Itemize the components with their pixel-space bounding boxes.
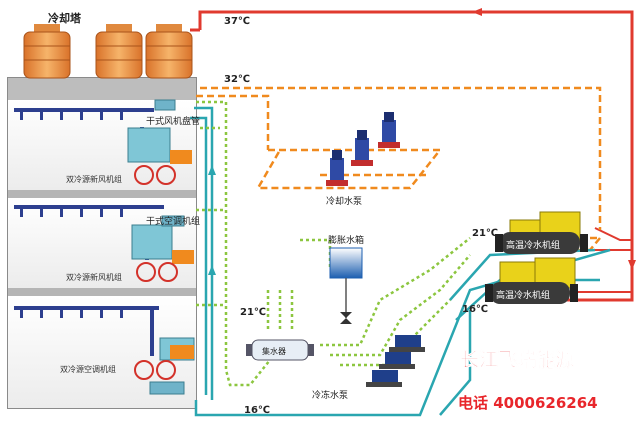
cooling-pumps [326,112,400,186]
hot-water-loop [190,8,636,302]
cooling-tower-label: 冷却塔 [48,11,82,25]
chilled-pump-3 [366,370,402,387]
fan-coil-label: 干式风机盘管 [146,115,200,127]
chiller-bottom-label: 高温冷水机组 [496,289,550,301]
chilled-pumps [366,335,425,387]
cooling-pump-2 [351,130,373,166]
temp-16-right-label: 16℃ [462,304,488,315]
labels: 冷却塔 37℃ 32℃ 干式风机盘管 双冷源新风机组 干式空调机组 双冷源新风机… [48,11,598,416]
ahu-fresh-2-label: 双冷源新风机组 [66,272,122,282]
cooling-pump-1 [326,150,348,186]
brand-label: 长江飞瑞能源 [460,348,574,371]
temp-37-label: 37℃ [224,16,250,27]
chilled-return-loop [196,100,471,387]
water-collector [246,339,314,361]
expansion-tank-label: 膨胀水箱 [328,234,364,246]
cooling-towers [23,24,193,79]
cooling-pump-3 [378,112,400,148]
cooling-pump-label: 冷却水泵 [326,195,362,207]
temp-21-right-label: 21℃ [472,228,498,239]
chiller-top [495,211,588,254]
dry-ac-label: 干式空调机组 [146,215,200,227]
temp-16-bottom-label: 16℃ [244,405,270,416]
chiller-top-label: 高温冷水机组 [506,239,560,251]
building [7,77,197,409]
cooling-tower-2 [95,24,143,79]
chilled-supply-loop [190,106,611,417]
temp-32-label: 32℃ [224,74,250,85]
collector-label: 集水器 [262,346,286,356]
cooling-tower-1 [23,24,71,79]
ahu-unit-3 [127,99,192,185]
expansion-tank [329,247,363,324]
chilled-pump-2 [379,352,415,369]
ahu-fresh-1-label: 双冷源新风机组 [66,174,122,184]
slab-2 [8,288,196,296]
phone-label: 电话 4000626264 [458,394,598,412]
chilled-pump-1 [389,335,425,352]
cooling-water-loop [196,86,602,252]
chiller-bottom [485,257,578,304]
slab-3 [8,190,196,198]
ahu-unit-1 [134,337,195,395]
cooling-tower-3 [145,24,193,79]
temp-21-left-label: 21℃ [240,307,266,318]
chilled-pump-label: 冷冻水泵 [312,389,348,401]
ahu-unit-2 [131,215,194,282]
ahu-ac-label: 双冷源空调机组 [60,364,116,374]
roof-slab [8,78,196,100]
